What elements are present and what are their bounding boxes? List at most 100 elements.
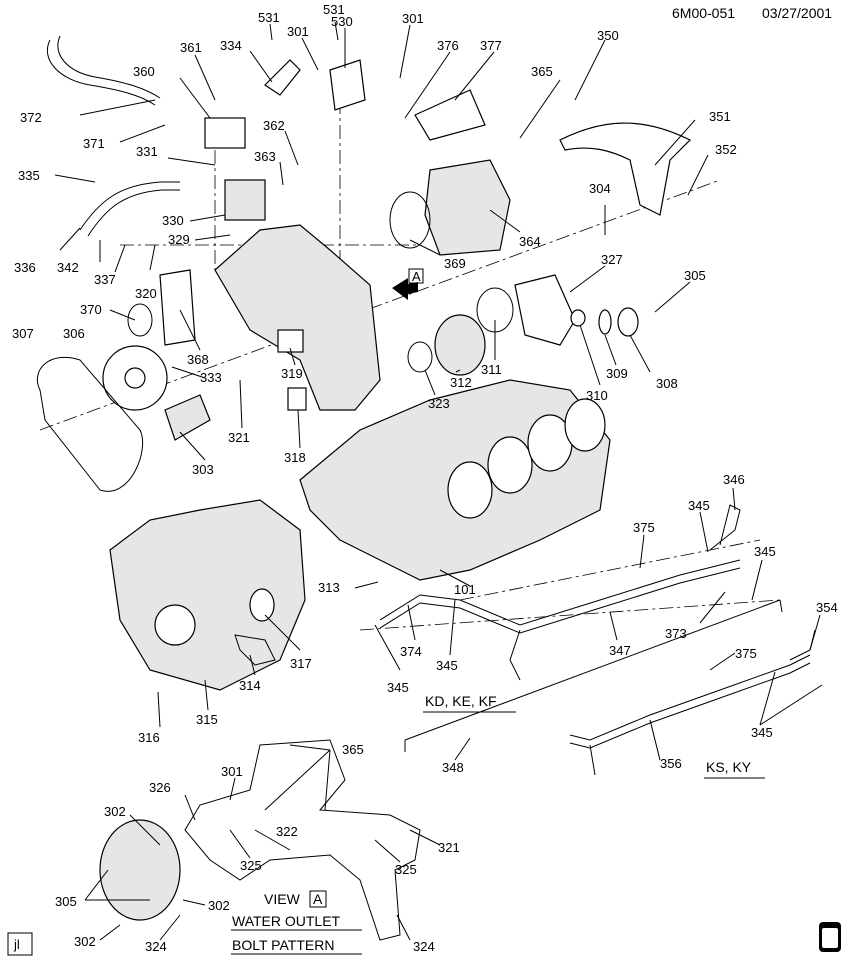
- group-label-ks-ky: KS, KY: [706, 759, 752, 775]
- callout-356: 356: [660, 756, 682, 771]
- callout-303: 303: [192, 462, 214, 477]
- cover-368-shape: [159, 269, 196, 346]
- callout-372: 372: [20, 110, 42, 125]
- callout-375-a: 375: [633, 520, 655, 535]
- callout-311: 311: [481, 362, 502, 377]
- callout-337: 337: [94, 272, 116, 287]
- pipe-347-shape-outer: [379, 567, 741, 634]
- callout-333: 333: [200, 370, 222, 385]
- callout-345-a: 345: [688, 498, 710, 513]
- pipe-356-shape: [569, 654, 811, 741]
- callout-345-e: 345: [751, 725, 773, 740]
- callout-307: 307: [12, 326, 34, 341]
- seal-317-shape: [249, 588, 275, 622]
- callout-350: 350: [597, 28, 619, 43]
- callout-376: 376: [437, 38, 459, 53]
- callout-347: 347: [609, 643, 631, 658]
- callout-345-b: 345: [754, 544, 776, 559]
- callout-375-b: 375: [735, 646, 757, 661]
- callout-371: 371: [83, 136, 105, 151]
- callout-316: 316: [138, 730, 160, 745]
- callout-308: 308: [656, 376, 678, 391]
- front-cover-seal-hole: [154, 604, 196, 646]
- corner-mark: jl: [13, 937, 20, 952]
- hose-346-shape: [709, 504, 741, 551]
- cylinder-bore-1: [447, 461, 493, 519]
- callout-346: 346: [723, 472, 745, 487]
- view-a-pump-shape: [99, 819, 181, 921]
- callout-360: 360: [133, 64, 155, 79]
- cylinder-bore-2: [487, 436, 533, 494]
- callout-342: 342: [57, 260, 79, 275]
- bracket-348-line: [404, 599, 781, 741]
- callout-351: 351: [709, 109, 731, 124]
- callout-301-b: 301: [402, 11, 424, 26]
- callout-301-a: 301: [287, 24, 309, 39]
- callout-531-b: 531: [323, 2, 345, 17]
- callout-labels: 531 531 301 530 301 376 377 350 361 334 …: [12, 2, 838, 954]
- view-letter: A: [313, 891, 323, 907]
- cylinder-bore-4: [564, 398, 606, 452]
- callout-324-a: 324: [145, 939, 167, 954]
- callout-302-a: 302: [104, 804, 126, 819]
- callout-334: 334: [220, 38, 242, 53]
- callout-374: 374: [400, 644, 422, 659]
- tube-336-shape-outer: [87, 189, 180, 237]
- callout-377: 377: [480, 38, 502, 53]
- callout-315: 315: [196, 712, 218, 727]
- callout-369: 369: [444, 256, 466, 271]
- pump-inlet-303-shape: [164, 394, 211, 441]
- callout-327: 327: [601, 252, 623, 267]
- diagram-date: 03/27/2001: [762, 5, 832, 21]
- leader-348: [454, 737, 471, 761]
- bracket-530-shape: [329, 59, 366, 111]
- callout-321-b: 321: [438, 840, 460, 855]
- gasket-323-shape: [407, 341, 433, 373]
- view-line-2: BOLT PATTERN: [232, 937, 334, 953]
- callout-336: 336: [14, 260, 36, 275]
- part-309-shape: [598, 309, 612, 335]
- callout-329: 329: [168, 232, 190, 247]
- callout-362: 362: [263, 118, 285, 133]
- bracket-334-shape: [264, 59, 301, 96]
- throttle-body-364-shape: [424, 159, 511, 256]
- callout-326: 326: [149, 780, 171, 795]
- callout-320: 320: [135, 286, 157, 301]
- gasket-319-shape: [277, 329, 304, 353]
- callout-352: 352: [715, 142, 737, 157]
- view-a-outlet-outline: [184, 739, 421, 941]
- pipe-347-shape: [379, 559, 741, 626]
- gasket-314-shape: [234, 634, 276, 666]
- callout-373: 373: [665, 626, 687, 641]
- bracket-360-shape: [204, 117, 246, 149]
- clamp-370-shape: [127, 303, 153, 337]
- callout-317: 317: [290, 656, 312, 671]
- callout-365-a: 365: [531, 64, 553, 79]
- callout-321-a: 321: [228, 430, 250, 445]
- callout-531-a: 531: [258, 10, 280, 25]
- callout-368: 368: [187, 352, 209, 367]
- view-line-1: WATER OUTLET: [232, 913, 341, 929]
- gm-spo-logo-icon: [819, 922, 841, 952]
- corner-mark-box: [7, 932, 33, 956]
- pipe-356-shape-outer: [569, 662, 811, 749]
- leader-lines: [54, 21, 823, 941]
- callout-335: 335: [18, 168, 40, 183]
- callout-325-b: 325: [395, 862, 417, 877]
- pump-312-shape: [434, 314, 486, 376]
- callout-319: 319: [281, 366, 303, 381]
- callout-312: 312: [450, 375, 472, 390]
- callout-309: 309: [606, 366, 628, 381]
- callout-302-c: 302: [74, 934, 96, 949]
- callout-310: 310: [586, 388, 608, 403]
- callout-530: 530: [331, 14, 353, 29]
- arrow-letter: A: [412, 269, 421, 284]
- tube-336-shape: [79, 181, 180, 231]
- callout-363: 363: [254, 149, 276, 164]
- pipe-356-branch: [589, 744, 596, 776]
- part-310-shape: [570, 309, 586, 327]
- gasket-369-shape: [389, 191, 431, 249]
- callout-305-b: 305: [55, 894, 77, 909]
- view-label: VIEW: [264, 891, 301, 907]
- pulley-hub-306-shape: [124, 367, 146, 389]
